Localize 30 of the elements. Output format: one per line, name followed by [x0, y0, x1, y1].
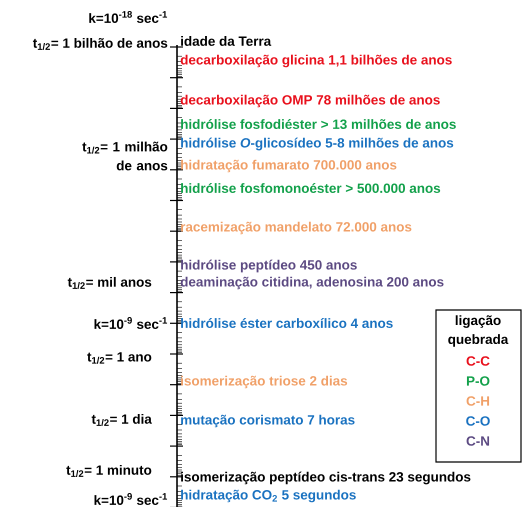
reaction-label: idade da Terra [181, 36, 272, 46]
scale-label: k=10$^{-9}$ sec$^{-1}$ [94, 317, 168, 329]
legend-title: ligação quebrada [448, 315, 508, 347]
legend-entry: C-N [466, 436, 490, 446]
reaction-label: isomerização peptídeo cis-trans 23 segundos [181, 472, 470, 484]
scale-label: k=10$^{-18}$ sec$^{-1}$ [89, 11, 168, 23]
reaction-label: mutação corismato 7 horas [181, 414, 355, 428]
reaction-label: hidrólise fosfomonoéster > 500.000 anos [181, 183, 440, 193]
reaction-label: hidratação CO$_{2}$ 5 segundos [181, 490, 356, 502]
legend-entry: C-H [466, 396, 490, 406]
reaction-label: deaminação citidina, adenosina 200 anos [180, 276, 444, 290]
reaction-label: hidratação fumarato 700.000 anos [181, 160, 396, 172]
reaction-label: hidrólise O-glicosídeo 5-8 milhões de anos [181, 138, 454, 150]
scale-label: t$_{1/2}$= 1 dia [92, 414, 152, 426]
legend-entry: P-O [466, 376, 490, 386]
scale-label: t$_{1/2}$= 1 bilhão de anos [32, 38, 168, 50]
scale-label: t$_{1/2}$= 1 minuto [66, 464, 152, 478]
scale-label: t$_{1/2}$= 1 milhão de anos [82, 142, 168, 170]
legend-entry: C-O [466, 416, 490, 426]
reaction-label: decarboxilação glicina 1,1 bilhões de anos [180, 54, 452, 68]
reaction-label: isomerização triose 2 dias [181, 376, 348, 388]
reaction-label: hidrólise éster carboxílico 4 anos [181, 318, 393, 328]
scale-label: k=10$^{-9}$ sec$^{-1}$ [94, 493, 168, 505]
reaction-label: decarboxilação OMP 78 milhões de anos [180, 94, 440, 108]
reaction-label: racemização mandelato 72.000 anos [181, 222, 412, 234]
legend-entry: C-C [466, 356, 490, 366]
scale-label: t$_{1/2}$= 1 ano [87, 352, 152, 364]
reaction-label: hidrólise peptídeo 450 anos [181, 260, 357, 272]
scale-label: t$_{1/2}$= mil anos [68, 276, 152, 290]
reaction-label: hidrólise fosfodiéster > 13 milhões de anos [181, 119, 456, 129]
